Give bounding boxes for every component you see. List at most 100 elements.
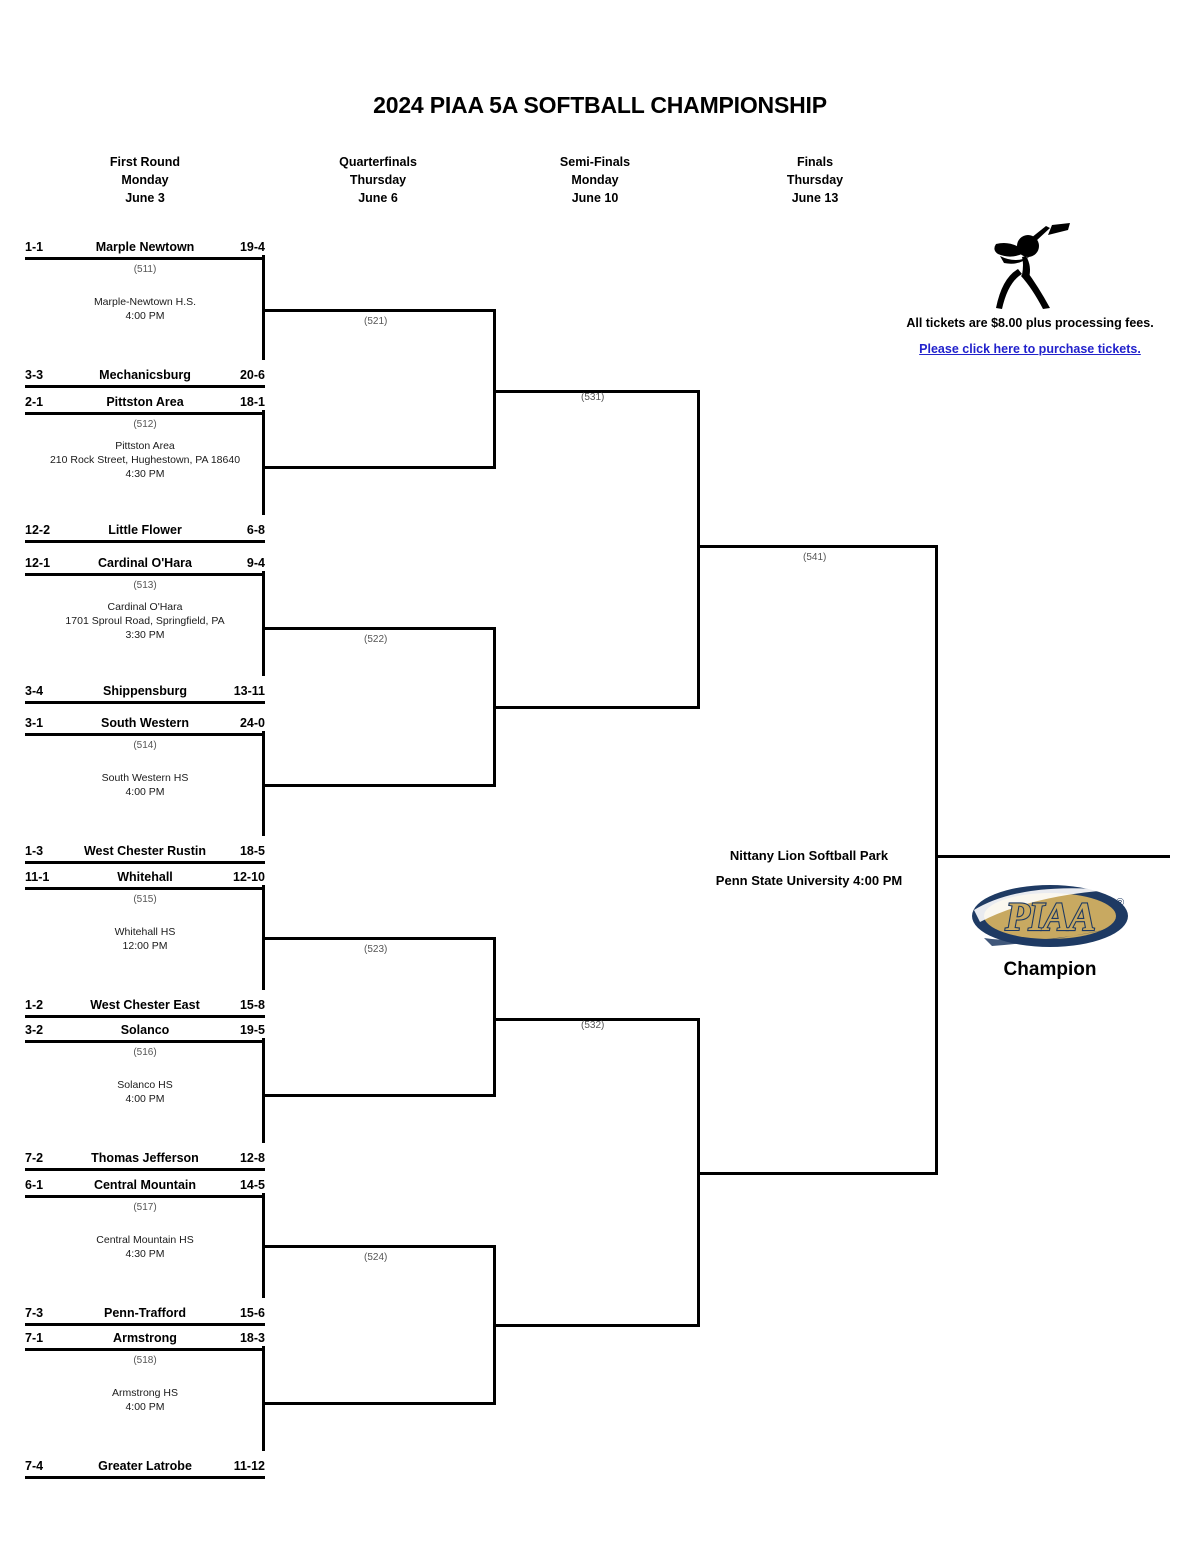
- team-row[interactable]: 7-4 Greater Latrobe 11-12: [25, 1459, 265, 1479]
- game-time: 4:30 PM: [125, 1248, 165, 1260]
- team-row[interactable]: 12-2 Little Flower 6-8: [25, 523, 265, 543]
- team-name: West Chester Rustin: [83, 844, 206, 858]
- finals-venue-line2: Penn State University 4:00 PM: [715, 873, 903, 888]
- matchup-511[interactable]: 1-1 Marple Newtown 19-4 (511) Marple-New…: [25, 240, 265, 388]
- team-seed: 11-1: [25, 870, 50, 884]
- team-seed: 1-3: [25, 844, 44, 858]
- team-row[interactable]: 7-2 Thomas Jefferson 12-8: [25, 1151, 265, 1171]
- matchup-514[interactable]: 3-1 South Western 24-0 (514) South Weste…: [25, 716, 265, 864]
- game-time: 4:00 PM: [125, 1401, 165, 1413]
- champion-label: Champion: [1003, 959, 1097, 980]
- game-time: 12:00 PM: [122, 940, 168, 952]
- batter-icon: [994, 223, 1070, 309]
- team-row[interactable]: 3-3 Mechanicsburg 20-6: [25, 368, 265, 388]
- game-code-522: (522): [364, 634, 388, 645]
- team-record: 9-4: [246, 556, 265, 570]
- bracket-feed-532-top: [493, 1018, 700, 1021]
- venue-line: Marple-Newtown H.S.: [93, 296, 197, 308]
- game-code: (517): [133, 1202, 157, 1213]
- team-row[interactable]: 1-1 Marple Newtown 19-4: [25, 240, 265, 260]
- bracket-feed-522-bottom: [262, 784, 496, 787]
- round-name: Finals: [796, 155, 834, 169]
- team-record: 19-5: [239, 1023, 265, 1037]
- team-record: 15-6: [239, 1306, 265, 1320]
- matchup-517[interactable]: 6-1 Central Mountain 14-5 (517) Central …: [25, 1178, 265, 1326]
- team-name: Whitehall: [117, 870, 173, 884]
- matchup-512[interactable]: 2-1 Pittston Area 18-1 (512) Pittston Ar…: [25, 395, 265, 543]
- venue-line: South Western HS: [101, 772, 189, 784]
- finals-venue: Nittany Lion Softball Park Penn State Un…: [690, 843, 928, 893]
- bracket-feed-531-bottom: [493, 706, 700, 709]
- finals-venue-line1: Nittany Lion Softball Park: [729, 848, 889, 863]
- bracket-feed-532-bottom: [493, 1324, 700, 1327]
- round-header-first-round: First Round Monday June 3: [55, 153, 235, 207]
- team-name: Little Flower: [108, 523, 182, 537]
- matchup-516[interactable]: 3-2 Solanco 19-5 (516) Solanco HS 4:00 P…: [25, 1023, 265, 1171]
- matchup-518[interactable]: 7-1 Armstrong 18-3 (518) Armstrong HS 4:…: [25, 1331, 265, 1479]
- bracket-feed-523-bottom: [262, 1094, 496, 1097]
- team-name: Armstrong: [113, 1331, 177, 1345]
- game-time: 4:30 PM: [125, 468, 165, 480]
- matchup-513[interactable]: 12-1 Cardinal O'Hara 9-4 (513) Cardinal …: [25, 556, 265, 704]
- venue-line: Cardinal O'Hara: [107, 601, 183, 613]
- team-record: 6-8: [246, 523, 265, 537]
- bracket-connector-518: [262, 1346, 265, 1451]
- team-seed: 12-2: [25, 523, 51, 537]
- team-row[interactable]: 3-4 Shippensburg 13-11: [25, 684, 265, 704]
- page-title: 2024 PIAA 5A SOFTBALL CHAMPIONSHIP: [373, 92, 827, 118]
- team-row[interactable]: 12-1 Cardinal O'Hara 9-4: [25, 556, 265, 576]
- team-row[interactable]: 3-2 Solanco 19-5: [25, 1023, 265, 1043]
- matchup-515[interactable]: 11-1 Whitehall 12-10 (515) Whitehall HS …: [25, 870, 265, 1018]
- team-seed: 6-1: [25, 1178, 44, 1192]
- team-name: Mechanicsburg: [99, 368, 191, 382]
- team-record: 12-10: [233, 870, 265, 884]
- bracket-feed-524-bottom: [262, 1402, 496, 1405]
- team-row[interactable]: 6-1 Central Mountain 14-5: [25, 1178, 265, 1198]
- venue-line: 210 Rock Street, Hughestown, PA 18640: [49, 454, 241, 466]
- team-row[interactable]: 1-3 West Chester Rustin 18-5: [25, 844, 265, 864]
- bracket-feed-521-bottom: [262, 466, 496, 469]
- team-name: West Chester East: [90, 998, 200, 1012]
- team-record: 18-1: [239, 395, 265, 409]
- bracket-feed-531-top: [493, 390, 700, 393]
- team-seed: 7-4: [25, 1459, 44, 1473]
- team-record: 15-8: [239, 998, 265, 1012]
- champion-block: PIAA ® Champion: [950, 880, 1150, 981]
- team-name: Shippensburg: [102, 684, 188, 698]
- team-name: Central Mountain: [93, 1178, 197, 1192]
- game-code: (518): [133, 1355, 157, 1366]
- team-record: 20-6: [239, 368, 265, 382]
- team-row[interactable]: 7-3 Penn-Trafford 15-6: [25, 1306, 265, 1326]
- team-row[interactable]: 7-1 Armstrong 18-3: [25, 1331, 265, 1351]
- team-seed: 1-2: [25, 998, 44, 1012]
- team-seed: 1-1: [25, 240, 44, 254]
- game-code-523: (523): [364, 944, 388, 955]
- round-name: Semi-Finals: [559, 155, 631, 169]
- round-date: June 3: [125, 191, 165, 205]
- team-seed: 3-3: [25, 368, 44, 382]
- round-header-finals: Finals Thursday June 13: [725, 153, 905, 207]
- round-header-quarterfinals: Quarterfinals Thursday June 6: [288, 153, 468, 207]
- team-name: Thomas Jefferson: [91, 1151, 199, 1165]
- team-row[interactable]: 11-1 Whitehall 12-10: [25, 870, 265, 890]
- game-code: (512): [133, 419, 157, 430]
- venue-line: 1701 Sproul Road, Springfield, PA: [65, 615, 225, 627]
- bracket-feed-541-top: [697, 545, 938, 548]
- game-code-531: (531): [581, 392, 605, 403]
- team-row[interactable]: 1-2 West Chester East 15-8: [25, 998, 265, 1018]
- round-date: June 10: [571, 191, 619, 205]
- game-time: 4:00 PM: [125, 310, 165, 322]
- round-day: Monday: [571, 173, 619, 187]
- team-row[interactable]: 2-1 Pittston Area 18-1: [25, 395, 265, 415]
- venue-line: Whitehall HS: [114, 926, 176, 938]
- venue-line: Armstrong HS: [112, 1387, 178, 1399]
- team-name: South Western: [101, 716, 189, 730]
- team-record: 14-5: [239, 1178, 265, 1192]
- team-record: 13-11: [233, 684, 265, 698]
- game-code-532: (532): [581, 1020, 605, 1031]
- game-code: (515): [133, 894, 157, 905]
- champion-line: [935, 855, 1170, 858]
- bracket-connector-521: [493, 309, 496, 469]
- team-row[interactable]: 3-1 South Western 24-0: [25, 716, 265, 736]
- purchase-tickets-link[interactable]: Please click here to purchase tickets.: [919, 342, 1141, 356]
